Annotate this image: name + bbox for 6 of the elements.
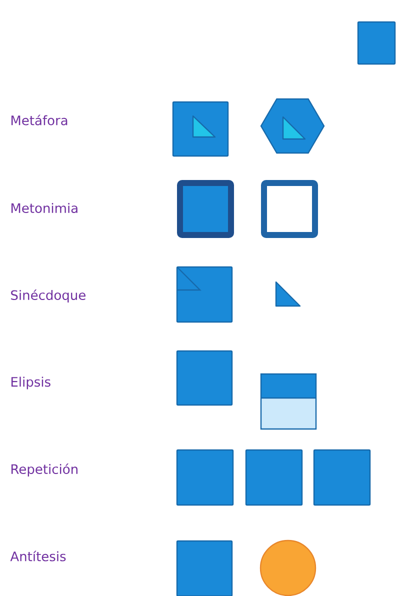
figure-label: Sinécdoque: [11, 289, 86, 303]
figure-label: Elipsis: [11, 376, 50, 390]
figure-label: Antítesis: [10, 550, 66, 562]
figure-label: Metáfora: [11, 114, 68, 126]
figure-label: Repetición: [11, 463, 78, 477]
figure-label: Metonimia: [11, 202, 78, 214]
